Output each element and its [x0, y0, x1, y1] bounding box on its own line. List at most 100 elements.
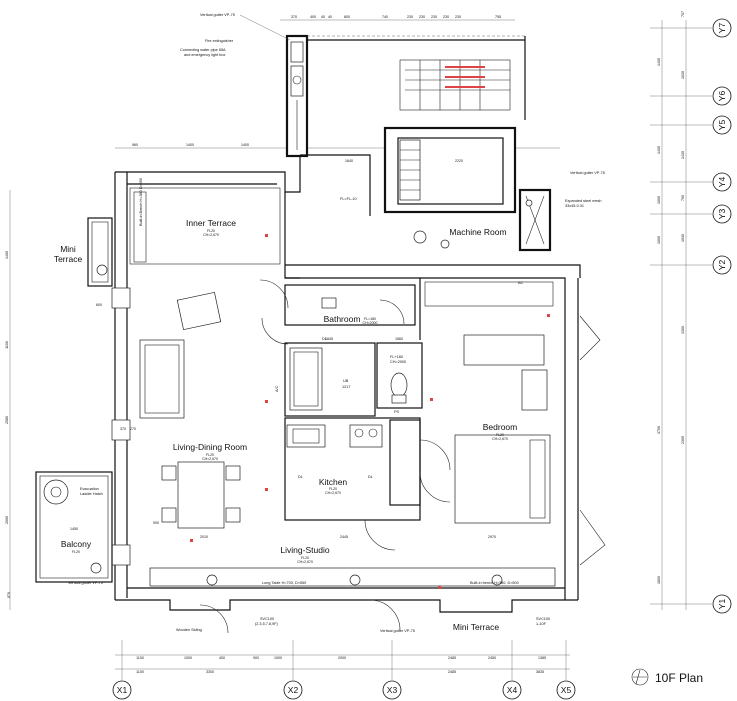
note-evac-1: Evacuation: [80, 487, 99, 491]
svg-text:700: 700: [681, 195, 685, 201]
doors: [199, 279, 606, 634]
svg-text:CH=2,670: CH=2,670: [202, 457, 218, 461]
top-section: [285, 34, 526, 158]
svg-text:1385: 1385: [538, 656, 546, 660]
label-mini-terrace-left-1: Mini: [60, 244, 76, 254]
label-living-studio: Living-Studio: [280, 545, 329, 555]
svg-text:FL20: FL20: [496, 433, 504, 437]
svg-text:FL20: FL20: [206, 453, 214, 457]
svg-text:3700: 3700: [657, 426, 661, 434]
axis-y7: Y7: [717, 23, 727, 34]
svg-text:740: 740: [382, 15, 388, 19]
svg-text:CH=2,670: CH=2,670: [325, 491, 341, 495]
svg-text:270: 270: [130, 427, 136, 431]
svg-text:2010: 2010: [200, 535, 208, 539]
svg-text:FL20: FL20: [329, 487, 337, 491]
svg-text:1800: 1800: [657, 576, 661, 584]
svg-text:1400: 1400: [657, 146, 661, 154]
axis-x4: X4: [507, 685, 518, 695]
furniture: [139, 291, 556, 587]
svg-text:1000: 1000: [657, 196, 661, 204]
svg-text:2080: 2080: [5, 416, 9, 424]
fixture-markers: [190, 234, 550, 589]
label-mini-terrace-left-2: Terrace: [54, 254, 83, 264]
note-bench: Built-in bench H=380, D=500: [470, 581, 519, 585]
svg-text:1100: 1100: [136, 670, 144, 674]
label-kitchen: Kitchen: [319, 477, 348, 487]
svg-text:1400: 1400: [186, 143, 194, 147]
svg-text:1400: 1400: [241, 143, 249, 147]
note-fl-toilet: FL+180: [390, 355, 403, 359]
svg-text:1450: 1450: [70, 527, 78, 531]
axis-x3: X3: [387, 685, 398, 695]
svg-text:1030: 1030: [681, 71, 685, 79]
svg-text:707: 707: [681, 11, 685, 17]
note-dl-1: DL: [298, 475, 303, 479]
svg-text:2970: 2970: [488, 535, 496, 539]
note-svc-right: SVC100: [536, 617, 550, 621]
axis-y4: Y4: [717, 177, 727, 188]
axis-x5: X5: [561, 685, 572, 695]
mini-terrace-left-area: [87, 217, 113, 287]
svg-text:370: 370: [291, 15, 297, 19]
note-gutter-bottom: Vertical gutter VP-75: [380, 629, 415, 633]
svg-text:2445: 2445: [340, 535, 348, 539]
plan-title: 10F Plan: [655, 671, 703, 685]
svg-text:1400: 1400: [657, 58, 661, 66]
svg-text:1000: 1000: [184, 656, 192, 660]
label-living-dining: Living-Dining Room: [173, 442, 247, 452]
svg-text:2485: 2485: [448, 670, 456, 674]
label-mini-terrace-bottom: Mini Terrace: [453, 622, 499, 632]
svg-text:230: 230: [407, 15, 413, 19]
svg-text:1100: 1100: [5, 341, 9, 349]
svg-text:CH=2000: CH=2000: [363, 321, 378, 325]
note-ac: A/C: [275, 385, 279, 392]
note-ps: PS: [394, 410, 400, 414]
svg-text:2220: 2220: [455, 159, 463, 163]
axis-y6: Y6: [717, 91, 727, 102]
svg-text:400: 400: [310, 15, 316, 19]
room-labels: Inner Terrace FL20 CH=2,670 Machine Room…: [54, 218, 517, 632]
svg-text:2000: 2000: [5, 516, 9, 524]
svg-text:1640: 1640: [345, 159, 353, 163]
svg-text:1000: 1000: [274, 656, 282, 660]
note-fire-ext: Fire extinguisher: [205, 39, 234, 43]
label-bathroom: Bathroom: [324, 314, 361, 324]
svg-text:230: 230: [431, 15, 437, 19]
annotations: Vertical gutter VP-75 Fire extinguisher …: [7, 13, 605, 633]
note-emergency: and emergency light box: [184, 53, 225, 57]
label-balcony: Balcony: [61, 539, 92, 549]
note-ub: UB: [343, 379, 349, 383]
svg-text:CH=2,670: CH=2,670: [297, 560, 313, 564]
svg-text:1845: 1845: [325, 337, 333, 341]
svg-text:40: 40: [328, 15, 332, 19]
note-gutter-right: Vertical gutter VP-75: [570, 171, 605, 175]
axis-x1: X1: [117, 685, 128, 695]
note-dl-2: DL: [368, 475, 373, 479]
note-mesh: Expanded steel mesh: [565, 199, 602, 203]
dimension-lines: 370 400 40 40 800 740 230 230 230 230 23…: [5, 11, 687, 674]
svg-text:2450: 2450: [488, 656, 496, 660]
label-machine-room: Machine Room: [449, 227, 506, 237]
svg-text:1400: 1400: [5, 251, 9, 259]
machine-room-area: [383, 126, 552, 252]
svg-text:1430: 1430: [681, 151, 685, 159]
axis-x-markers: X1 X2 X3 X4 X5: [112, 680, 576, 700]
note-ch-toilet: CH=2000: [390, 360, 406, 364]
note-wooden-siding: Wooden Siding: [176, 628, 202, 632]
axis-y5: Y5: [717, 120, 727, 131]
axis-y-markers: Y7 Y6 Y5 Y4 Y3 Y2 Y1: [712, 18, 732, 614]
svg-text:FL=180: FL=180: [364, 317, 376, 321]
note-ac2: AC: [518, 281, 524, 285]
svg-text:3835: 3835: [536, 670, 544, 674]
axis-y1: Y1: [717, 599, 727, 610]
svg-text:1560: 1560: [395, 337, 403, 341]
label-inner-terrace: Inner Terrace: [186, 218, 236, 228]
grid-lines: [121, 27, 712, 680]
svg-text:800: 800: [344, 15, 350, 19]
svg-text:1000: 1000: [657, 236, 661, 244]
svg-text:230: 230: [455, 15, 461, 19]
note-svc-right-2: 1-10F: [536, 622, 547, 626]
note-gutter-left: Vertical gutter VP-75: [68, 581, 103, 585]
axis-y2: Y2: [717, 260, 727, 271]
